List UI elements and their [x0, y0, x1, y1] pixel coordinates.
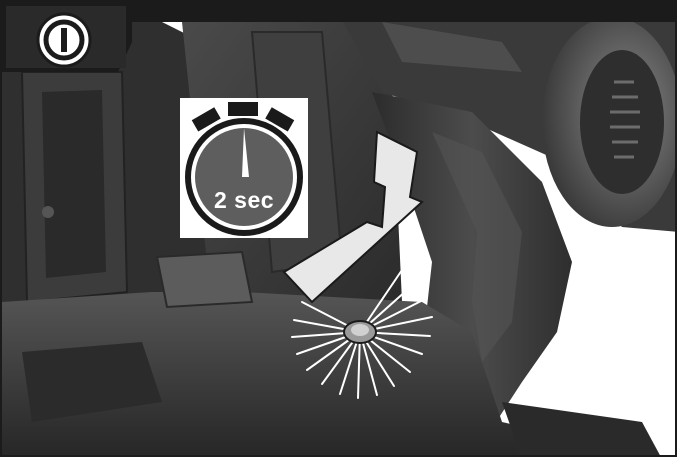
timer-duration-label: 2 sec [213, 187, 275, 213]
stopwatch-icon [180, 98, 308, 238]
press-arrow-icon [282, 130, 424, 304]
handle-grip-highlight [432, 132, 522, 362]
power-badge [2, 2, 675, 72]
base-tab [155, 250, 254, 309]
tool-base [2, 292, 645, 455]
vent-slots [610, 80, 640, 159]
base-foot-right [502, 402, 660, 455]
battery-recess [42, 90, 106, 278]
motor-vent [580, 50, 664, 194]
battery-screw [42, 206, 54, 218]
power-button-cap [351, 324, 369, 336]
base-foot-left [22, 342, 162, 422]
housing-ridge [382, 22, 522, 72]
